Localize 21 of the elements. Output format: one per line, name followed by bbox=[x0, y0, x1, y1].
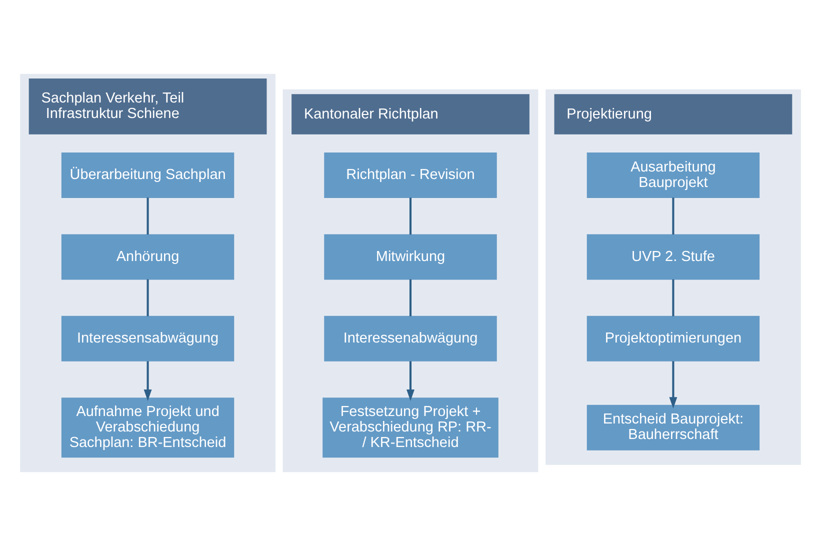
node-box: Projektoptimierungen bbox=[586, 315, 760, 361]
arrow bbox=[406, 360, 414, 400]
connector bbox=[146, 278, 149, 316]
node-box: Festsetzung Projekt + Verabschiedung RP: RR- / KR-Entscheid bbox=[322, 397, 498, 458]
node-box: Aufnahme Projekt und Verabschiedung Sachplan: BR-Entscheid bbox=[61, 397, 234, 458]
connector bbox=[409, 278, 412, 316]
node-box: Mitwirkung bbox=[324, 234, 497, 280]
node-box: Entscheid Bauprojekt: Bauherrschaft bbox=[586, 404, 760, 450]
node-box: Interessenabwägung bbox=[324, 315, 497, 361]
connector bbox=[409, 197, 412, 234]
node-box: Überarbeitung Sachplan bbox=[61, 152, 234, 198]
node-box: Interessensabwägung bbox=[61, 315, 234, 361]
node-box: UVP 2. Stufe bbox=[586, 234, 760, 280]
node-box: Anhörung bbox=[61, 234, 234, 280]
node-box: Richtplan - Revision bbox=[324, 152, 497, 198]
connector bbox=[672, 278, 674, 316]
node-box: Ausarbeitung Bauprojekt bbox=[586, 152, 760, 198]
connector bbox=[672, 197, 674, 234]
arrow bbox=[669, 360, 678, 408]
connector bbox=[146, 197, 149, 234]
arrow bbox=[144, 360, 152, 400]
